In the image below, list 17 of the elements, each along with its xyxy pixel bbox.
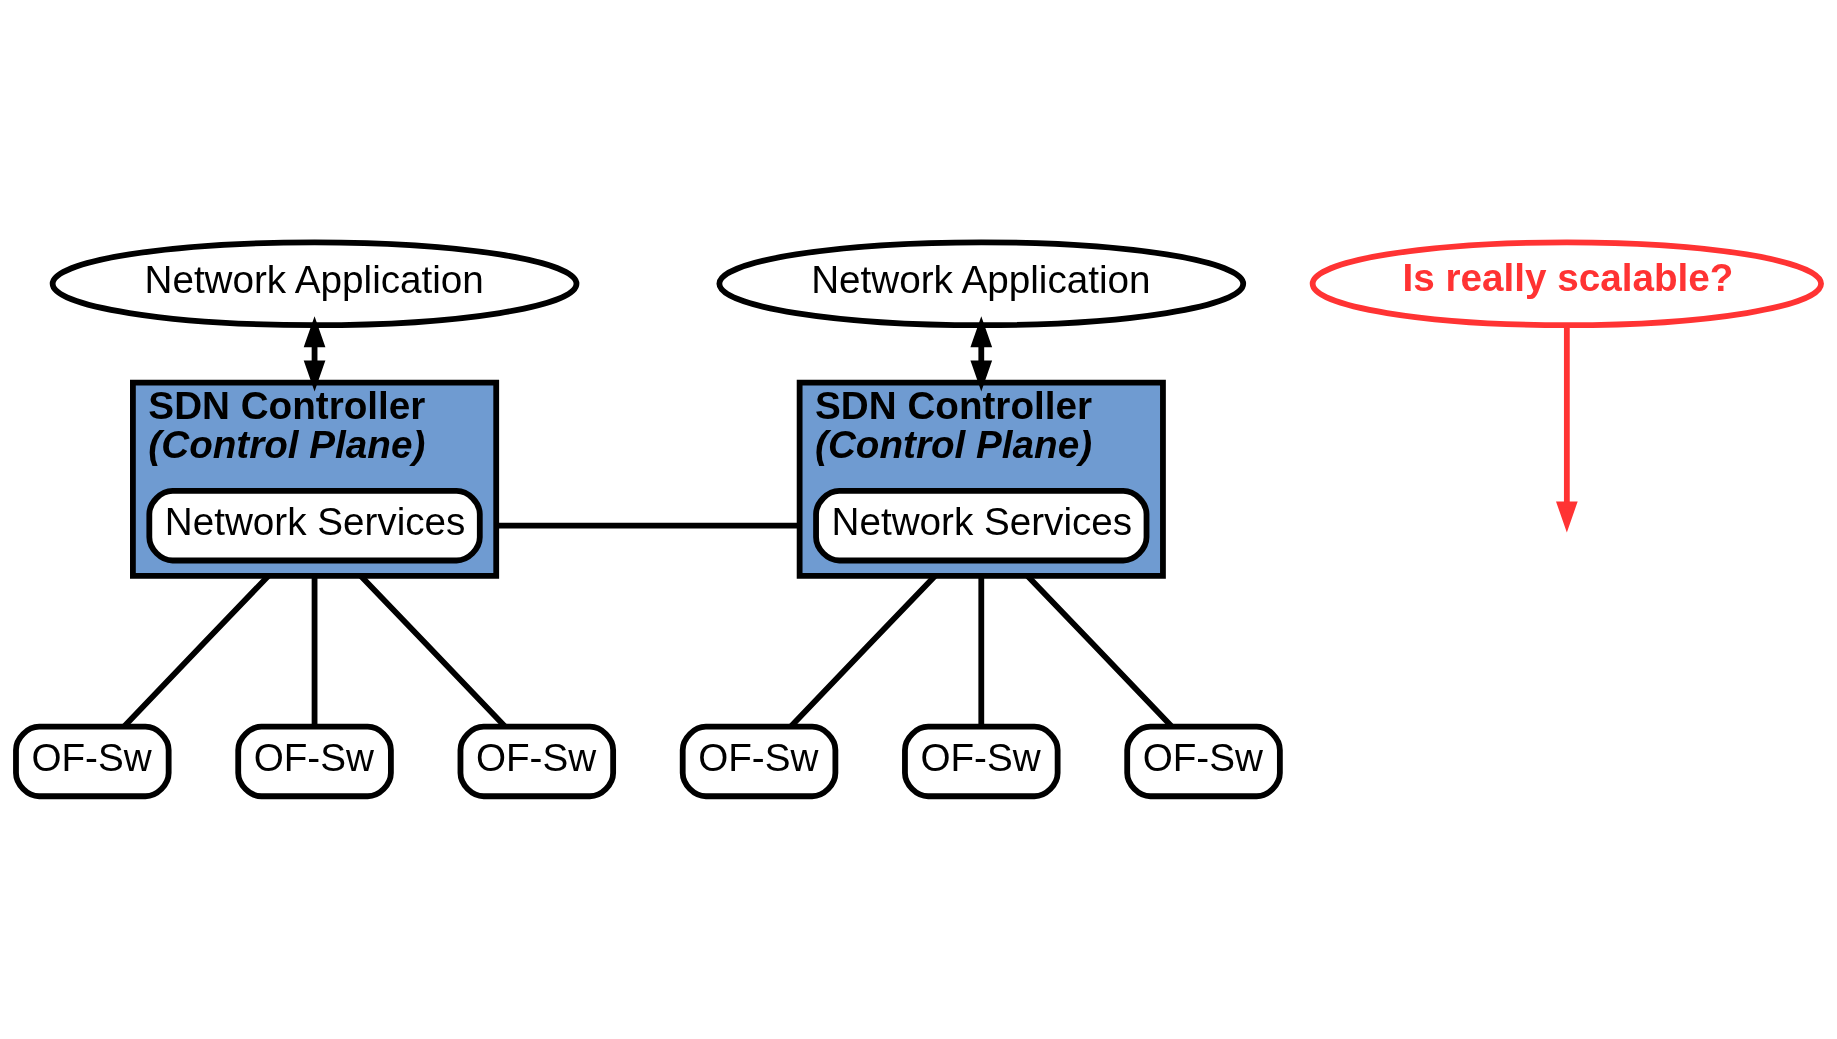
node-box: OF-Sw [1124,723,1283,800]
node-box: OF-Sw [679,723,839,800]
node-ellipse: Is really scalable? [1309,239,1824,329]
node-box: OF-Sw [902,723,1061,800]
connector [311,575,318,727]
arrow [303,316,326,392]
node-box: OF-Sw [13,723,172,800]
connector [496,522,800,529]
node-box: Network Services [813,488,1150,564]
arrow [1556,325,1578,533]
arrow [970,316,993,392]
node-box: OF-Sw [235,723,394,800]
node-ellipse: Network Application [716,239,1247,329]
node-box: Network Services [146,488,483,564]
node-box: OF-Sw [457,723,617,800]
node-ellipse: Network Application [49,239,580,329]
connector [978,575,985,727]
